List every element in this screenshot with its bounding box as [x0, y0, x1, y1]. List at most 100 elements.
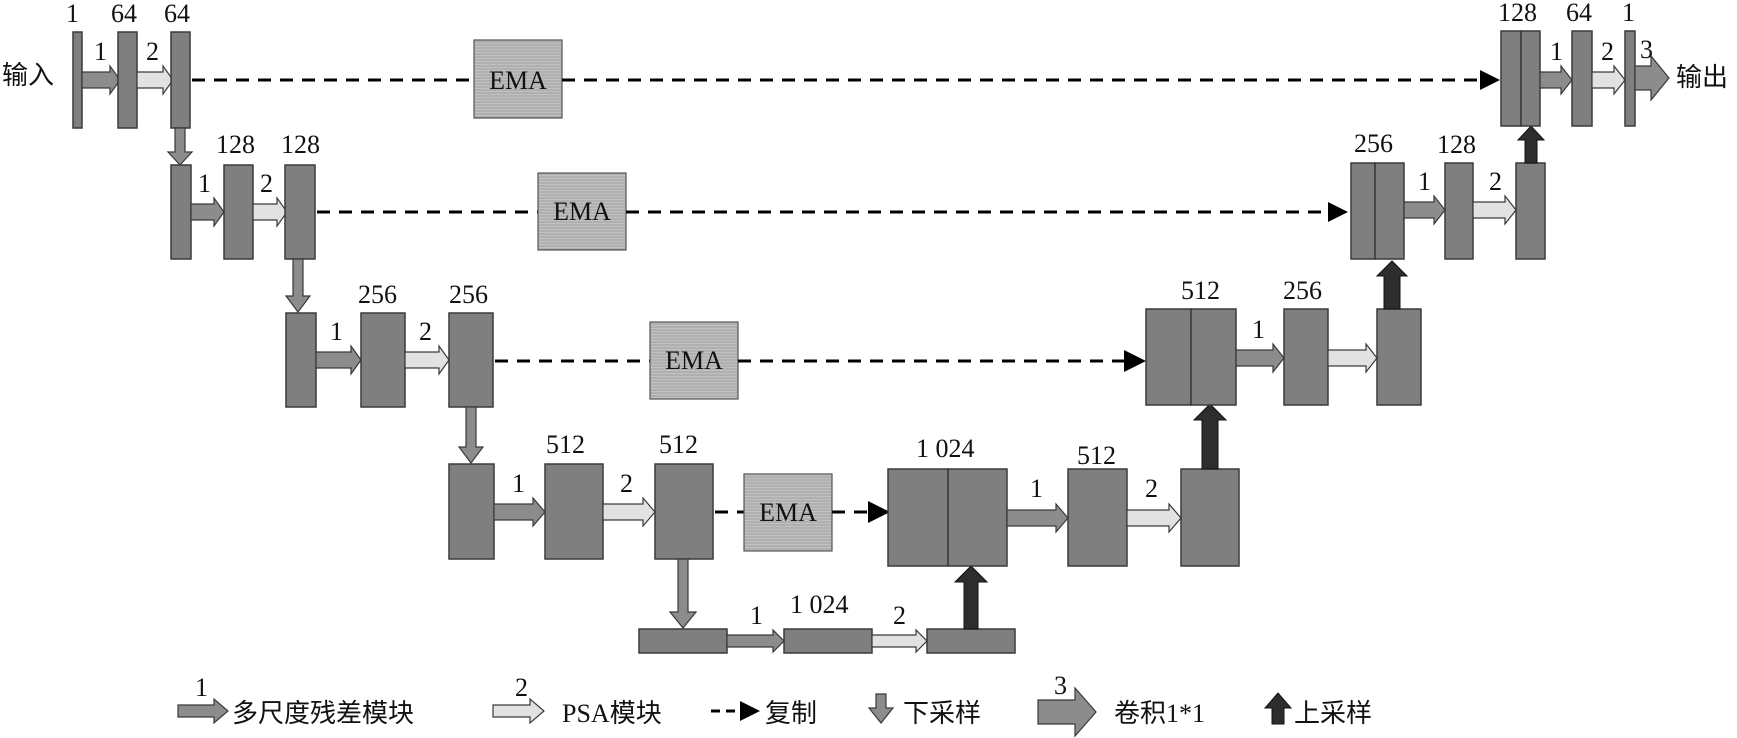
feature-map-d1-out: [1624, 30, 1636, 127]
channel-l2-a: 128: [216, 130, 255, 159]
feature-map-l4-b: [654, 463, 714, 560]
psa-arrow-icon: [1327, 342, 1378, 374]
legend-label-conv: 卷积1*1: [1114, 699, 1205, 728]
down-arrow-icon: [284, 258, 312, 313]
channel-l4-a: 512: [546, 430, 585, 459]
output-label: 输出: [1676, 63, 1728, 92]
ema-box: [649, 321, 739, 400]
legend-label-copy: 复制: [765, 699, 817, 728]
feature-map-d4-skip: [887, 468, 949, 567]
channel-l4-b: 512: [659, 430, 698, 459]
legend: 1 多尺度残差模块 2 PSA模块 复制 下采样 3 卷积1*1 上采样: [177, 671, 1372, 738]
feature-map-l3-b: [448, 312, 494, 408]
tag-psa: 2: [146, 37, 159, 66]
legend-item-copy: 复制: [711, 699, 817, 728]
feature-map-d3-skip: [1145, 308, 1192, 406]
ema-label: EMA: [553, 197, 611, 226]
tag-msr: 1: [1550, 37, 1563, 66]
ema-box: [743, 473, 833, 552]
psa-arrow-icon: [1126, 502, 1182, 534]
tag-msr: 1: [1252, 315, 1265, 344]
copy-arrowhead-icon: [1328, 202, 1348, 222]
up-arrow-icon: [953, 565, 989, 630]
tag-psa: 2: [893, 601, 906, 630]
tag-psa: 2: [1601, 37, 1614, 66]
tag-conv: 3: [1640, 35, 1653, 64]
feature-map-l2-in: [170, 164, 192, 260]
legend-label-msr: 多尺度残差模块: [232, 699, 414, 728]
legend-tag-psa: 2: [515, 673, 528, 702]
copy-arrowhead-icon: [740, 701, 760, 721]
feature-map-d2-up: [1374, 162, 1405, 260]
feature-map-d4-a: [1067, 468, 1128, 567]
channel-d4-a: 512: [1077, 441, 1116, 470]
ema-label: EMA: [759, 498, 817, 527]
feature-map-d3-b: [1376, 308, 1422, 406]
legend-item-conv: 3 卷积1*1: [1037, 671, 1205, 738]
psa-arrow-icon: [602, 496, 656, 528]
ema-label: EMA: [489, 66, 547, 95]
up-arrow-icon: [1375, 260, 1409, 310]
legend-item-down: 下采样: [867, 693, 981, 728]
psa-arrow-icon: [1472, 194, 1517, 226]
ema-block-2: EMA: [537, 172, 627, 251]
encoder-level-4: 1 512 2 512: [448, 430, 714, 560]
tag-psa: 2: [1145, 474, 1158, 503]
encoder-level-2: 1 128 2 128: [170, 130, 320, 260]
copy-arrowhead-icon: [1124, 350, 1146, 372]
channel-l3-a: 256: [358, 280, 397, 309]
legend-tag-msr: 1: [195, 673, 208, 702]
decoder-level-2: 256 1 128 2: [1350, 129, 1546, 260]
feature-map-d2-b: [1515, 162, 1546, 260]
feature-map-l3-a: [360, 312, 406, 408]
psa-arrow-icon: [871, 628, 928, 654]
channel-bottom: 1 024: [790, 590, 849, 619]
channel-l1-a: 64: [111, 0, 137, 28]
feature-map-d3-up: [1190, 308, 1237, 406]
encoder-level-3: 1 256 2 256: [285, 280, 494, 408]
channel-l1-in: 1: [66, 0, 79, 28]
feature-map-l1-b: [170, 31, 191, 129]
msr-arrow-icon: [726, 628, 785, 654]
channel-d1-a: 64: [1566, 0, 1592, 27]
legend-label-psa: PSA模块: [562, 699, 662, 728]
down-arrow-icon: [668, 558, 698, 629]
psa-arrow-icon: [252, 196, 288, 228]
msr-arrow-icon: [1403, 194, 1446, 226]
down-arrow-icon: [166, 127, 194, 166]
feature-map-l2-b: [284, 164, 316, 260]
psa-arrow-icon: [492, 697, 545, 725]
bottleneck: 1 1 024 2: [638, 590, 1016, 654]
ema-block-4: EMA: [743, 473, 833, 552]
feature-map-l1-a: [117, 31, 138, 129]
tag-msr: 1: [330, 317, 343, 346]
down-arrow-icon: [457, 406, 485, 464]
psa-arrow-icon: [1591, 64, 1626, 96]
feature-map-d3-a: [1283, 308, 1329, 406]
msr-arrow-icon: [1539, 64, 1573, 96]
tag-msr: 1: [94, 37, 107, 66]
tag-msr: 1: [198, 169, 211, 198]
psa-arrow-icon: [136, 64, 174, 96]
tag-psa: 2: [620, 469, 633, 498]
tag-msr: 1: [750, 601, 763, 630]
channel-d4-cat: 1 024: [916, 434, 975, 463]
feature-map-d4-b: [1180, 468, 1240, 567]
feature-map-l3-in: [285, 312, 317, 408]
feature-map-bottom-b: [926, 628, 1016, 654]
msr-arrow-icon: [493, 496, 546, 528]
input-label: 输入: [2, 61, 54, 90]
ema-box: [473, 39, 563, 119]
tag-msr: 1: [512, 469, 525, 498]
channel-d1-out: 1: [1622, 0, 1635, 27]
tag-msr: 1: [1030, 474, 1043, 503]
feature-map-d1-skip: [1500, 30, 1522, 127]
feature-map-l2-a: [223, 164, 254, 260]
feature-map-d1-up: [1520, 30, 1541, 127]
ema-block-3: EMA: [649, 321, 739, 400]
tag-msr: 1: [1418, 167, 1431, 196]
legend-item-up: 上采样: [1263, 692, 1372, 728]
conv-arrow-icon: [1634, 54, 1670, 102]
decoder-level-3: 512 1 256: [1145, 276, 1422, 406]
